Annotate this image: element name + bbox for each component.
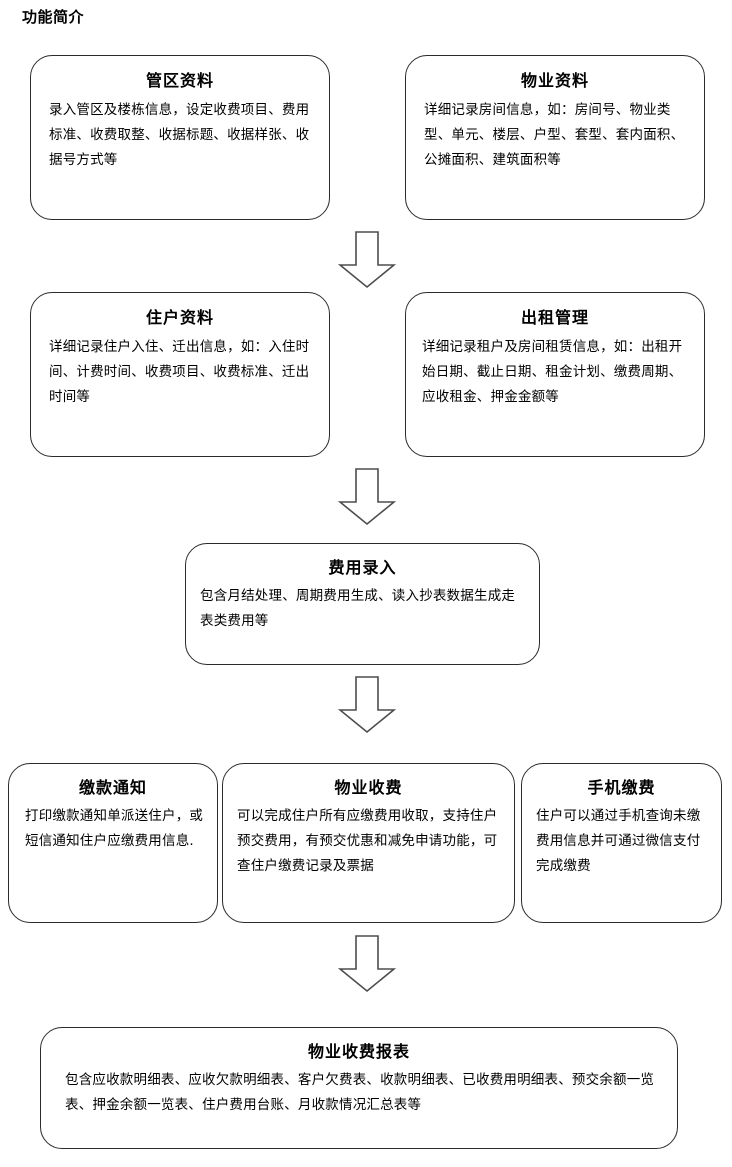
node-property-charge-reports[interactable]: 物业收费报表 包含应收款明细表、应收欠款明细表、客户欠费表、收款明细表、已收费用… bbox=[40, 1027, 678, 1149]
node-fee-entry-body: 包含月结处理、周期费用生成、读入抄表数据生成走表类费用等 bbox=[200, 588, 516, 630]
node-rental-body: 详细记录租户及房间租赁信息，如：出租开始日期、截止日期、租金计划、缴费周期、应收… bbox=[422, 339, 683, 406]
node-rental-management[interactable]: 出租管理 详细记录租户及房间租赁信息，如：出租开始日期、截止日期、租金计划、缴费… bbox=[405, 292, 705, 457]
node-payment-notice-title: 缴款通知 bbox=[78, 778, 147, 797]
node-district-title: 管区资料 bbox=[145, 71, 214, 90]
node-mobile-payment-title: 手机缴费 bbox=[587, 778, 656, 797]
down-arrow-icon bbox=[338, 231, 396, 289]
node-payment-notice-body: 打印缴款通知单派送住户，或短信通知住户应缴费用信息. bbox=[25, 808, 204, 850]
node-property-charging-body: 可以完成住户所有应缴费用收取，支持住户预交费用，有预交优惠和减免申请功能，可查住… bbox=[237, 808, 498, 875]
node-mobile-payment-body: 住户可以通过手机查询未缴费用信息并可通过微信支付完成缴费 bbox=[536, 808, 701, 875]
node-payment-notice[interactable]: 缴款通知 打印缴款通知单派送住户，或短信通知住户应缴费用信息. bbox=[8, 763, 218, 923]
node-reports-title: 物业收费报表 bbox=[307, 1042, 410, 1061]
node-resident-body: 详细记录住户入住、迁出信息，如：入住时间、计费时间、收费项目、收费标准、迁出时间… bbox=[49, 339, 310, 406]
node-reports-body: 包含应收款明细表、应收欠款明细表、客户欠费表、收款明细表、已收费用明细表、预交余… bbox=[65, 1072, 655, 1114]
node-fee-entry[interactable]: 费用录入 包含月结处理、周期费用生成、读入抄表数据生成走表类费用等 bbox=[185, 543, 540, 665]
node-property-body: 详细记录房间信息，如：房间号、物业类型、单元、楼层、户型、套型、套内面积、公摊面… bbox=[424, 102, 685, 169]
node-property-charging-title: 物业收费 bbox=[334, 778, 403, 797]
node-rental-title: 出租管理 bbox=[520, 308, 589, 327]
node-mobile-payment[interactable]: 手机缴费 住户可以通过手机查询未缴费用信息并可通过微信支付完成缴费 bbox=[521, 763, 722, 923]
down-arrow-icon bbox=[338, 676, 396, 734]
down-arrow-icon bbox=[338, 468, 396, 526]
down-arrow-icon bbox=[338, 935, 396, 993]
node-property-data[interactable]: 物业资料 详细记录房间信息，如：房间号、物业类型、单元、楼层、户型、套型、套内面… bbox=[405, 55, 705, 220]
page-title: 功能简介 bbox=[22, 8, 85, 26]
node-fee-entry-title: 费用录入 bbox=[328, 558, 397, 577]
node-resident-data[interactable]: 住户资料 详细记录住户入住、迁出信息，如：入住时间、计费时间、收费项目、收费标准… bbox=[30, 292, 330, 457]
node-property-charging[interactable]: 物业收费 可以完成住户所有应缴费用收取，支持住户预交费用，有预交优惠和减免申请功… bbox=[222, 763, 515, 923]
node-district-body: 录入管区及楼栋信息，设定收费项目、费用标准、收费取整、收据标题、收据样张、收据号… bbox=[49, 102, 310, 169]
node-resident-title: 住户资料 bbox=[145, 308, 214, 327]
node-district-data[interactable]: 管区资料 录入管区及楼栋信息，设定收费项目、费用标准、收费取整、收据标题、收据样… bbox=[30, 55, 330, 220]
node-property-title: 物业资料 bbox=[520, 71, 589, 90]
